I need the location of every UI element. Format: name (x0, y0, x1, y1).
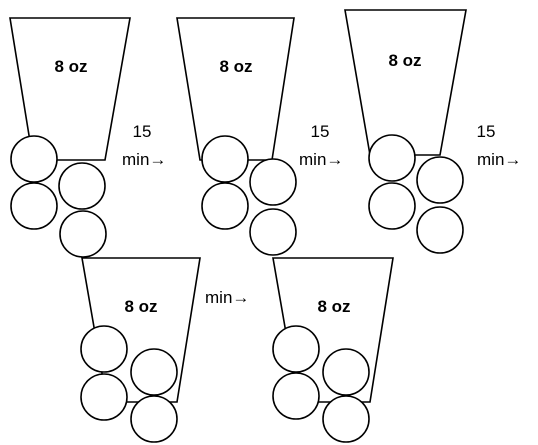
ice-cube-4a (80, 325, 128, 373)
cup-3-label: 8 oz (388, 51, 421, 70)
cup-2-label: 8 oz (219, 57, 252, 76)
cup-4-label: 8 oz (124, 297, 157, 316)
transition-1-time: 15 (133, 122, 152, 141)
cup-5-label: 8 oz (317, 297, 350, 316)
cup-panel-5: 8 oz (272, 257, 394, 443)
ice-cube-5b (272, 372, 320, 420)
ice-cube-1d (59, 210, 107, 258)
transition-2-unit: min→ (299, 150, 343, 169)
transition-2: 15 min→ (299, 122, 343, 169)
ice-cube-1b (10, 182, 58, 230)
cup-3 (344, 9, 467, 156)
ice-cube-4d (130, 395, 178, 443)
ice-cube-3c (416, 156, 464, 204)
transition-4-unit: min→ (205, 288, 249, 307)
transition-1: 15 min→ (122, 122, 166, 169)
ice-cube-4c (130, 348, 178, 396)
ice-cube-1c (58, 162, 106, 210)
transition-2-time: 15 (311, 122, 330, 141)
ice-cube-3a (368, 134, 416, 182)
ice-cube-5c (322, 348, 370, 396)
cup-panel-1: 8 oz (9, 17, 131, 258)
cup-panel-4: 8 oz (80, 257, 201, 443)
ice-cube-2d (249, 208, 297, 256)
cup-1-label: 8 oz (54, 57, 87, 76)
transition-3-time: 15 (477, 122, 496, 141)
cup-panel-3: 8 oz (344, 9, 467, 254)
ice-cube-3b (368, 182, 416, 230)
transition-3-unit: min→ (477, 150, 521, 169)
cup-panel-2: 8 oz (176, 17, 297, 256)
ice-cube-5a (272, 325, 320, 373)
cup-1 (9, 17, 131, 161)
ice-cube-1a (10, 135, 58, 183)
transition-4: min→ (205, 288, 249, 307)
ice-cube-2b (201, 182, 249, 230)
transition-1-unit: min→ (122, 150, 166, 169)
ice-cube-5d (322, 395, 370, 443)
ice-cube-2c (249, 158, 297, 206)
ice-cube-4b (80, 373, 128, 421)
transition-3: 15 min→ (477, 122, 522, 169)
ice-cube-3d (416, 206, 464, 254)
ice-cube-2a (201, 135, 249, 183)
